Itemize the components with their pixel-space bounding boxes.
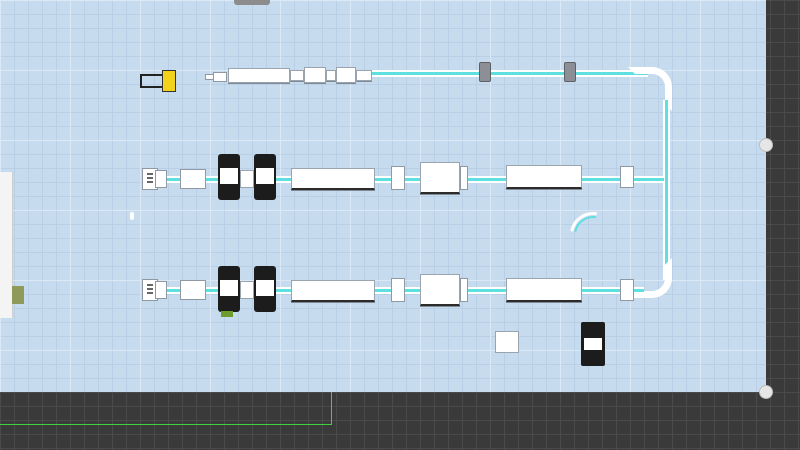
bottom-line-conveyor-5[interactable] bbox=[405, 287, 421, 294]
bottom-line-conveyor-8[interactable] bbox=[634, 287, 644, 294]
middle-line-inspection[interactable] bbox=[420, 162, 460, 194]
top-line-module-3[interactable] bbox=[304, 67, 326, 83]
middle-line-conveyor-8[interactable] bbox=[634, 176, 664, 183]
middle-line-buffer[interactable] bbox=[180, 169, 206, 189]
resize-handle-icon[interactable] bbox=[759, 385, 773, 399]
bottom-line-gate[interactable] bbox=[391, 278, 405, 302]
bottom-line-buffer[interactable] bbox=[180, 280, 206, 300]
bottom-line-outfeed[interactable] bbox=[620, 279, 634, 301]
robot-arm-icon[interactable] bbox=[218, 154, 240, 200]
bottom-line-side-unit[interactable] bbox=[460, 278, 468, 302]
top-line-module-2[interactable] bbox=[290, 70, 304, 81]
operator-marker[interactable] bbox=[130, 212, 134, 220]
top-line-stopper-2[interactable] bbox=[564, 62, 576, 82]
bottom-line-infeed[interactable] bbox=[155, 281, 167, 299]
robot-platform[interactable] bbox=[240, 170, 254, 188]
left-panel-knob[interactable] bbox=[12, 286, 24, 304]
top-line-module-1[interactable] bbox=[228, 68, 290, 83]
forklift-icon[interactable] bbox=[140, 70, 180, 92]
loop-vertical-conveyor[interactable] bbox=[663, 100, 670, 280]
robot-platform[interactable] bbox=[240, 281, 254, 299]
middle-line-infeed[interactable] bbox=[155, 170, 167, 188]
top-line-stopper-1[interactable] bbox=[479, 62, 491, 82]
robot-arm-icon[interactable] bbox=[218, 266, 240, 312]
layout-boundary-vertical bbox=[331, 392, 332, 425]
bottom-line-conveyor-4[interactable] bbox=[375, 287, 391, 294]
loop-corner-bottom bbox=[628, 258, 672, 298]
top-line-module-6[interactable] bbox=[356, 70, 372, 81]
middle-line-module-1[interactable] bbox=[291, 168, 375, 190]
bottom-line-conveyor-6[interactable] bbox=[468, 287, 506, 294]
bottom-line-conveyor-3[interactable] bbox=[276, 287, 292, 294]
bottom-line-conveyor-7[interactable] bbox=[582, 287, 620, 294]
middle-line-conveyor-6[interactable] bbox=[468, 176, 506, 183]
bottom-line-module-1[interactable] bbox=[291, 280, 375, 302]
loop-corner-top bbox=[628, 67, 672, 111]
robot-arm-icon[interactable] bbox=[254, 154, 276, 200]
middle-line-side-unit[interactable] bbox=[460, 166, 468, 190]
top-line-infeed-2[interactable] bbox=[213, 72, 227, 82]
top-scroll-thumb[interactable] bbox=[234, 0, 270, 5]
control-cabinet-icon[interactable] bbox=[581, 322, 605, 366]
middle-line-conveyor-1[interactable] bbox=[167, 176, 181, 183]
middle-line-conveyor-4[interactable] bbox=[375, 176, 391, 183]
robot-status-tag bbox=[221, 311, 233, 317]
middle-line-gate[interactable] bbox=[391, 166, 405, 190]
middle-line-module-2[interactable] bbox=[506, 165, 582, 189]
layout-boundary-horizontal bbox=[0, 424, 332, 425]
top-line-module-4[interactable] bbox=[326, 70, 336, 81]
top-line-conveyor[interactable] bbox=[372, 70, 648, 77]
middle-line-conveyor-3[interactable] bbox=[276, 176, 292, 183]
middle-line-conveyor-7[interactable] bbox=[582, 176, 620, 183]
bottom-line-inspection[interactable] bbox=[420, 274, 460, 306]
storage-box[interactable] bbox=[495, 331, 519, 353]
bottom-line-conveyor-2[interactable] bbox=[206, 287, 220, 294]
robot-arm-icon[interactable] bbox=[254, 266, 276, 312]
middle-line-conveyor-2[interactable] bbox=[206, 176, 220, 183]
middle-line-outfeed[interactable] bbox=[620, 166, 634, 188]
top-line-module-5[interactable] bbox=[336, 67, 356, 83]
bottom-line-module-2[interactable] bbox=[506, 278, 582, 302]
floor-plane[interactable] bbox=[0, 0, 766, 392]
resize-handle-icon[interactable] bbox=[759, 138, 773, 152]
left-panel-strip[interactable] bbox=[0, 172, 13, 318]
bottom-line-conveyor-1[interactable] bbox=[167, 287, 181, 294]
middle-line-conveyor-5[interactable] bbox=[405, 176, 421, 183]
